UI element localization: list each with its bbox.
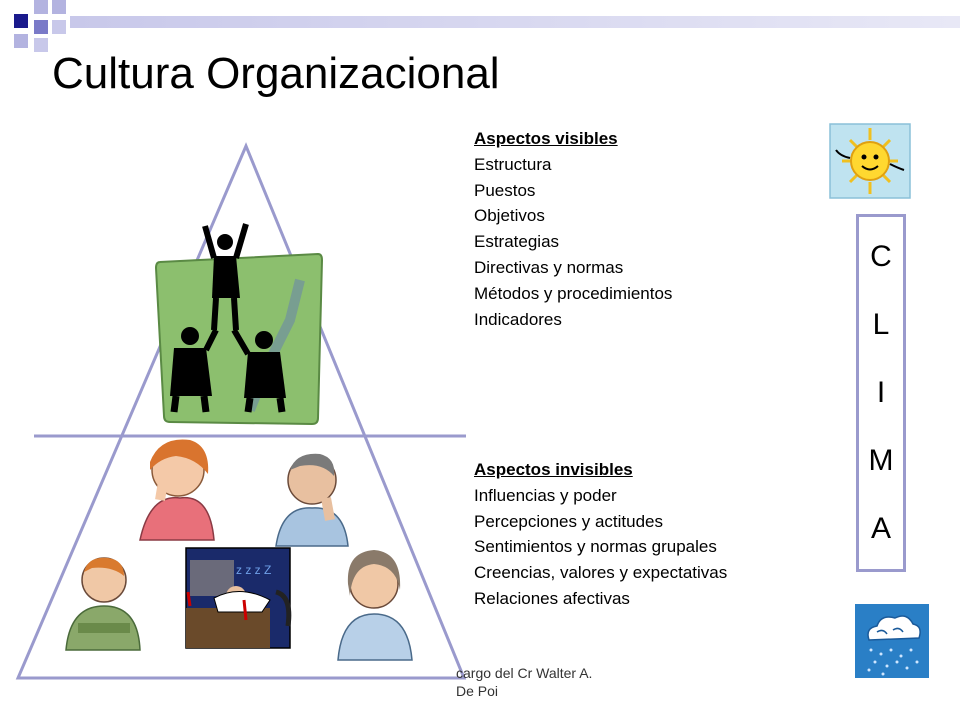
footer-line: De Poi (456, 683, 499, 699)
man-arms-crossed-illustration (65, 557, 141, 651)
corner-square-light (14, 34, 28, 48)
invisible-aspect-item: Relaciones afectivas (474, 588, 630, 608)
rain-cloud-icon (855, 604, 929, 678)
invisible-aspect-item: Sentimientos y normas grupales (474, 537, 717, 557)
corner-bar (70, 16, 960, 28)
footer-line: cargo del Cr Walter A. (456, 665, 593, 681)
visible-aspect-item: Directivas y normas (474, 257, 624, 277)
corner-square-light (34, 38, 48, 52)
invisible-aspect-item: Percepciones y actitudes (474, 511, 663, 531)
man-thinking-illustration (275, 453, 349, 547)
clima-letter: L (872, 308, 890, 341)
visible-aspect-item: Puestos (474, 180, 536, 200)
visible-aspect-item: Métodos y procedimientos (474, 283, 673, 303)
visible-aspect-item: Estructura (474, 154, 552, 174)
acrobats-illustration (154, 223, 324, 426)
visible-aspect-item: Estrategias (474, 232, 560, 252)
corner-square-medium (34, 20, 48, 34)
visible-aspects-heading: Aspectos visibles (474, 129, 618, 148)
pyramid-outline (15, 142, 467, 680)
clima-letter: A (870, 512, 891, 545)
corner-square-light (52, 0, 66, 14)
clima-letter: M (868, 444, 894, 477)
clima-letter: C (870, 240, 892, 273)
sleep-text: z z z Z (236, 563, 271, 577)
invisible-aspects-heading: Aspectos invisibles (474, 460, 633, 479)
visible-aspect-item: Indicadores (474, 309, 562, 329)
sleeping-worker-illustration (185, 547, 292, 649)
footer-credit: cargo del Cr Walter A. De Poi (456, 664, 656, 700)
clima-box: C L I M A (856, 214, 906, 572)
invisible-aspect-item: Influencias y poder (474, 485, 617, 505)
corner-square-light (34, 0, 48, 14)
slide-title: Cultura Organizacional (52, 49, 500, 98)
clima-letter: I (876, 376, 886, 409)
invisible-aspect-item: Creencias, valores y expectativas (474, 563, 728, 583)
corner-square-dark (14, 14, 28, 28)
invisible-aspects-block: Aspectos invisibles Influencias y poder … (474, 457, 727, 612)
woman-thinking-illustration (139, 439, 215, 541)
corner-square-light (52, 20, 66, 34)
visible-aspect-item: Objetivos (474, 206, 545, 226)
visible-aspects-block: Aspectos visibles Estructura Puestos Obj… (474, 126, 672, 332)
sun-icon (829, 123, 911, 199)
sad-woman-illustration (337, 550, 413, 661)
